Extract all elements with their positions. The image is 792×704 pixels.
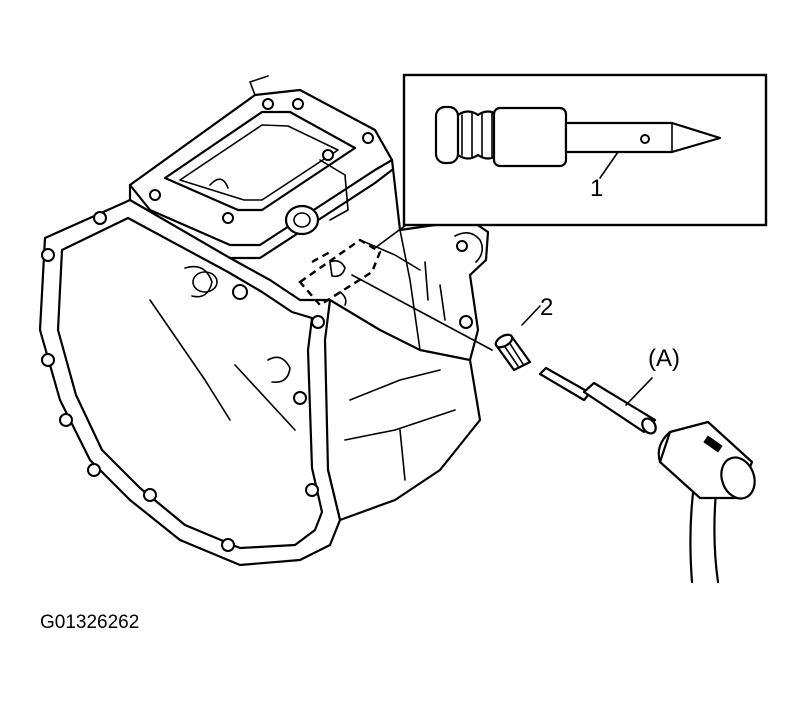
spring-pin (351, 274, 541, 372)
callout-part-1: 1 (590, 175, 603, 202)
callout-part-2: 2 (540, 294, 553, 321)
hammer (657, 420, 756, 584)
figure-id: G01326262 (40, 612, 139, 633)
detail-inset (402, 73, 768, 227)
transmission-case (38, 75, 490, 567)
callout-tool-a: (A) (648, 345, 680, 372)
pin-punch-tool (538, 366, 657, 435)
